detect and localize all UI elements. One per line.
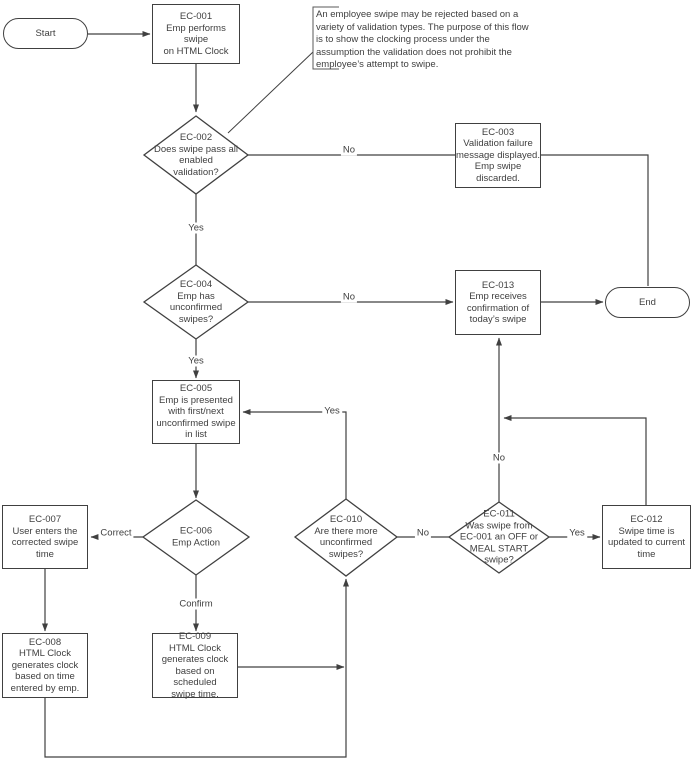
- edge-label-ec010-no: No: [414, 527, 432, 539]
- edge-label-ec002-yes: Yes: [186, 222, 206, 234]
- node-ec-010: EC-010 Are there more unconfirmed swipes…: [314, 514, 378, 560]
- edge-label-ec006-correct: Correct: [98, 527, 134, 539]
- edge-ec008-loop-to-ec010: [44, 578, 349, 758]
- edge-ec003-to-end: [541, 154, 649, 286]
- edge-label-ec004-no: No: [340, 291, 358, 303]
- node-ec-004: EC-004 Emp has unconfirmed swipes?: [169, 279, 223, 325]
- diamond-ec011: [447, 501, 551, 574]
- node-ec-011: EC-011 Was swipe from EC-001 an OFF or M…: [459, 508, 539, 566]
- node-ec-006: EC-006 Emp Action: [171, 525, 221, 549]
- edge-label-ec011-yes: Yes: [567, 527, 587, 539]
- diamond-ec002: [142, 115, 250, 195]
- edge-label-ec011-no: No: [490, 452, 508, 464]
- node-ec-001: EC-001 Emp performs swipe on HTML Clock: [152, 4, 240, 64]
- edge-ec010-yes-to-ec005: [242, 409, 347, 499]
- node-ec-002: EC-002 Does swipe pass all enabled valid…: [154, 132, 238, 178]
- node-ec-008: EC-008 HTML Clock generates clock based …: [2, 633, 88, 698]
- note-bracket: [312, 6, 339, 70]
- edge-label-ec004-yes: Yes: [186, 355, 206, 367]
- node-ec-009: EC-009 HTML Clock generates clock based …: [152, 631, 238, 700]
- annotation-note: An employee swipe may be rejected based …: [316, 9, 529, 71]
- start-node: Start: [3, 18, 88, 49]
- diamond-ec010: [293, 498, 399, 577]
- end-node: End: [605, 287, 690, 318]
- node-ec-012: EC-012 Swipe time is updated to current …: [602, 505, 691, 569]
- node-ec-013: EC-013 Emp receives confirmation of toda…: [455, 270, 541, 335]
- node-ec-007: EC-007 User enters the corrected swipe t…: [2, 505, 88, 569]
- node-ec-003: EC-003 Validation failure message displa…: [455, 123, 541, 188]
- edge-label-ec006-confirm: Confirm: [177, 598, 215, 610]
- edge-label-ec002-no: No: [340, 144, 358, 156]
- edge-ec012-to-join: [503, 415, 647, 505]
- diamond-ec004: [142, 264, 250, 340]
- edge-label-ec010-yes: Yes: [322, 405, 342, 417]
- node-ec-005: EC-005 Emp is presented with first/next …: [152, 380, 240, 444]
- note-leader-line: [227, 51, 314, 134]
- diamond-ec006: [141, 499, 251, 576]
